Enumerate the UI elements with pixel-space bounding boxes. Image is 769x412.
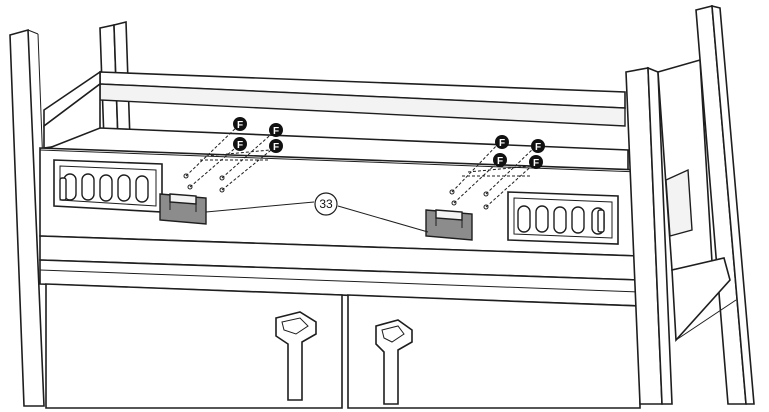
left-latch (59, 177, 67, 201)
left-dashed-guides (185, 123, 277, 191)
fastener-badge-f1: F (233, 117, 247, 131)
back-rail (69, 71, 626, 127)
left-side-rail (43, 70, 101, 149)
fastener-badge-f6: F (493, 153, 507, 167)
svg-text:33: 33 (319, 197, 333, 211)
right-front-post (625, 66, 673, 405)
right-side-frame (657, 4, 755, 405)
svg-text:F: F (237, 140, 243, 151)
cabinet-doors (45, 283, 641, 409)
fastener-badge-f4: F (269, 139, 283, 153)
svg-text:F: F (273, 142, 279, 153)
right-bracket (425, 209, 473, 241)
svg-text:F: F (533, 158, 539, 169)
svg-text:F: F (499, 138, 505, 149)
left-screws (183, 173, 225, 193)
right-dashed-guides (451, 141, 537, 208)
left-slot-panel (53, 159, 163, 213)
fastener-badge-f5: F (495, 135, 509, 149)
left-bracket (159, 193, 207, 225)
svg-text:F: F (535, 142, 541, 153)
fastener-badge-f7: F (531, 139, 545, 153)
fastener-badge-f8: F (529, 155, 543, 169)
right-slot-panel (507, 191, 619, 245)
front-apron (39, 147, 641, 257)
svg-text:F: F (497, 156, 503, 167)
part-callout-33: 33 (205, 192, 429, 233)
svg-text:F: F (237, 120, 243, 131)
svg-text:F: F (273, 126, 279, 137)
left-door-handle (275, 311, 317, 401)
fastener-badge-f2: F (233, 137, 247, 151)
right-latch (597, 209, 605, 233)
right-door-handle (375, 319, 413, 405)
right-screws (449, 189, 489, 210)
fastener-badge-f3: F (269, 123, 283, 137)
